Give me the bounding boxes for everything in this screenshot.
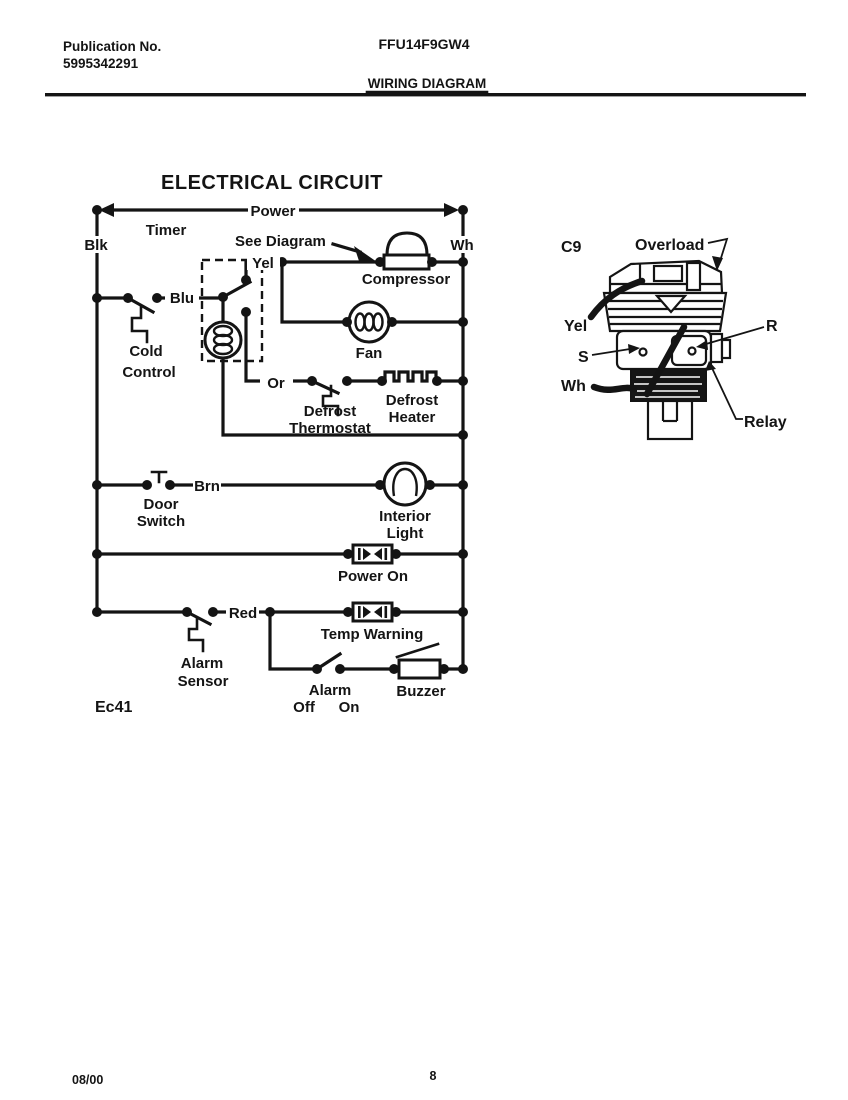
- relay-detail-labels: C9 Overload Yel S R Wh Relay: [561, 237, 787, 431]
- terminal-r: [687, 346, 697, 356]
- power-on-indicator-symbol: [351, 543, 394, 565]
- label-alarm-sensor-line1: Alarm: [181, 655, 224, 672]
- timer-motor-symbol: [203, 320, 243, 360]
- footer-date-code: 08/00: [72, 1073, 103, 1087]
- label-blk: Blk: [84, 237, 108, 254]
- fan-symbol: [347, 300, 391, 344]
- label-temp-warning: Temp Warning: [321, 626, 424, 643]
- junction-dots: [92, 205, 468, 674]
- label-timer: Timer: [146, 222, 187, 239]
- label-alarm-switch: Alarm: [309, 682, 352, 699]
- label-c9: C9: [561, 239, 582, 256]
- interior-light-symbol: [382, 461, 428, 507]
- label-defrost-thermostat-line2: Thermostat: [289, 420, 371, 437]
- alarm-sensor-thermal-element: [187, 617, 205, 653]
- terminal-s: [638, 347, 648, 357]
- label-cold-line2: Control: [122, 364, 175, 381]
- see-diagram-arrowhead: [354, 246, 377, 262]
- label-wh: Wh: [450, 237, 473, 254]
- fan-branch: [280, 260, 465, 324]
- label-see-diagram: See Diagram: [235, 233, 326, 250]
- label-defrost-heater-line1: Defrost: [386, 392, 439, 409]
- power-arrow-left: [99, 203, 114, 217]
- label-relay-s: S: [578, 349, 589, 366]
- label-interior-line2: Light: [387, 525, 424, 542]
- page-footer: 08/00 8: [72, 1069, 437, 1087]
- circuit-title: ELECTRICAL CIRCUIT: [161, 172, 383, 194]
- publication-label: Publication No.: [63, 39, 161, 54]
- label-cold-line1: Cold: [129, 343, 162, 360]
- door-switch-plunger: [150, 470, 168, 484]
- label-relay: Relay: [744, 414, 787, 431]
- label-alarm-on: On: [339, 699, 360, 716]
- s-pointer: [591, 348, 631, 356]
- relay-arrowhead: [705, 361, 716, 371]
- label-or: Or: [267, 375, 285, 392]
- temp-warning-indicator-symbol: [351, 601, 394, 623]
- overload-arrowhead: [712, 256, 723, 271]
- label-brn: Brn: [194, 478, 220, 495]
- circuit-labels: Power Timer Blk Wh See Diagram Yel Compr…: [84, 203, 473, 716]
- header-rule: [45, 93, 806, 97]
- internal-lead-wire: [643, 323, 688, 398]
- page-header: Publication No. 5995342291 FFU14F9GW4 WI…: [45, 36, 806, 97]
- yel-lead-wire: [587, 277, 646, 321]
- cold-control-thermal-element: [130, 305, 149, 344]
- label-relay-wh: Wh: [561, 378, 586, 395]
- label-interior-line1: Interior: [379, 508, 431, 525]
- label-yel: Yel: [252, 255, 274, 272]
- model-number: FFU14F9GW4: [378, 36, 469, 52]
- label-diagram-code: Ec41: [95, 699, 132, 716]
- relay-overload-assembly: [587, 237, 765, 441]
- timer-box: [200, 258, 264, 363]
- label-alarm-off: Off: [293, 699, 316, 716]
- label-red: Red: [229, 605, 257, 622]
- label-buzzer: Buzzer: [396, 683, 445, 700]
- relay-pointer: [711, 367, 743, 420]
- label-door-line2: Switch: [137, 513, 185, 530]
- r-arrowhead: [696, 340, 708, 350]
- label-blu: Blu: [170, 290, 194, 307]
- label-relay-yel: Yel: [564, 318, 587, 335]
- label-defrost-thermostat-line1: Defrost: [304, 403, 357, 420]
- relay-mid-section: [602, 291, 728, 333]
- relay-band: [630, 368, 707, 402]
- r-pointer: [705, 326, 765, 345]
- label-door-line1: Door: [144, 496, 179, 513]
- compressor-symbol: [382, 231, 431, 271]
- see-diagram-pointer: [331, 242, 362, 254]
- buzzer-symbol: [395, 642, 442, 680]
- footer-page-number: 8: [430, 1069, 437, 1083]
- timer-motor-return: [221, 356, 465, 437]
- label-overload: Overload: [635, 237, 704, 254]
- label-power: Power: [250, 203, 295, 220]
- label-alarm-sensor-line2: Sensor: [178, 673, 229, 690]
- defrost-thermostat-thermal-element: [321, 384, 340, 417]
- power-arrow-right: [444, 203, 459, 217]
- publication-number: 5995342291: [63, 56, 139, 71]
- label-power-on: Power On: [338, 568, 408, 585]
- wh-lead-wire: [590, 383, 638, 393]
- label-fan: Fan: [356, 345, 383, 362]
- s-arrowhead: [628, 344, 640, 354]
- timer-dashed-box: [200, 258, 264, 363]
- section-title: WIRING DIAGRAM: [368, 76, 487, 91]
- label-backgrounds: [83, 202, 477, 619]
- defrost-heater-element: [380, 370, 465, 383]
- label-defrost-heater-line2: Heater: [389, 409, 436, 426]
- overload-pointer: [707, 237, 729, 259]
- label-relay-r: R: [766, 318, 778, 335]
- label-compressor: Compressor: [362, 271, 451, 288]
